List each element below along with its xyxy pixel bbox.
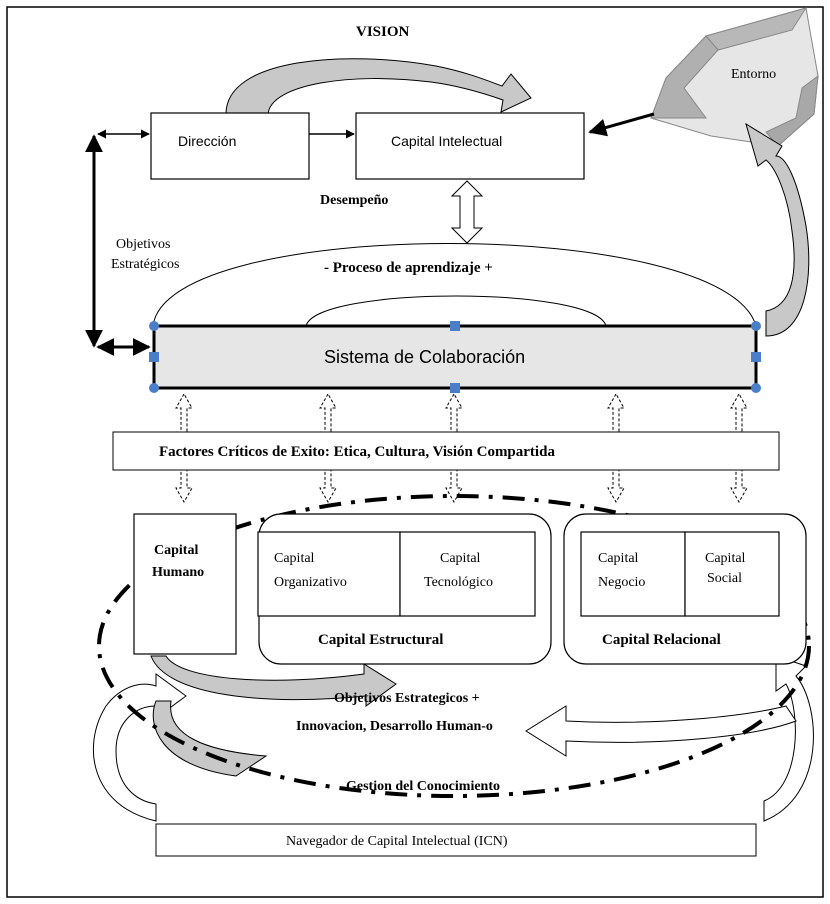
sistema-colaboracion-label: Sistema de Colaboración — [324, 347, 525, 367]
aprendizaje-label: - Proceso de aprendizaje + — [324, 260, 493, 276]
humano-to-estructural-arrow — [150, 655, 397, 707]
entorno-curved-arrow — [745, 122, 810, 337]
inner-arc — [305, 295, 607, 327]
entorno-label: Entorno — [731, 67, 776, 82]
navegador-label: Navegador de Capital Intelectual (ICN) — [286, 834, 508, 849]
vision-arrow — [225, 58, 532, 115]
capital-negocio-box — [580, 531, 686, 617]
capital-intelectual-label: Capital Intelectual — [391, 133, 502, 149]
factores-box — [112, 431, 780, 471]
objetivos-bottom-label-line2: Innovacion, Desarrollo Human-o — [296, 719, 493, 734]
objetivos-label-line2: Estratégicos — [111, 257, 179, 272]
capital-organizativo-box — [257, 531, 401, 617]
capital-negocio-label-line2: Negocio — [598, 575, 645, 590]
direccion-box — [150, 112, 310, 180]
capital-tecnologico-box — [399, 531, 536, 617]
aprendizaje-arc — [152, 243, 757, 327]
capital-intelectual-box — [355, 112, 585, 180]
capital-social-label-line2: Social — [707, 571, 742, 586]
capital-relacional-label: Capital Relacional — [602, 632, 721, 648]
direccion-label: Dirección — [178, 133, 236, 149]
entorno-to-ci-arrow — [588, 112, 655, 137]
gestion-label: Gestion del Conocimiento — [346, 779, 500, 794]
capital-humano-box — [133, 513, 237, 655]
capital-humano-label-line1: Capital — [154, 543, 198, 558]
capital-tecnologico-label-line1: Capital — [440, 551, 481, 566]
capital-tecnologico-label-line2: Tecnológico — [424, 575, 493, 590]
capital-organizativo-label-line1: Capital — [274, 551, 315, 566]
vision-label: VISION — [356, 24, 410, 40]
entorno-shape-fold3 — [765, 74, 819, 147]
dashed-connectors — [175, 392, 748, 504]
selection-handles — [149, 321, 761, 393]
capital-negocio-label-line1: Capital — [598, 551, 639, 566]
relacional-return-arrow — [525, 705, 797, 757]
diagram-canvas: Dirección Capital Intelectual VISION Ent… — [6, 6, 824, 898]
desempeno-label: Desempeño — [320, 193, 388, 208]
capital-social-label-line1: Capital — [705, 551, 746, 566]
desempeno-arrow — [450, 180, 484, 244]
capital-estructural-label: Capital Estructural — [318, 632, 443, 648]
capital-social-box — [684, 531, 780, 617]
entorno-shape-fold2 — [650, 35, 719, 119]
capital-organizativo-label-line2: Organizativo — [274, 575, 347, 590]
factores-label: Factores Críticos de Exito: Etica, Cultu… — [159, 444, 555, 460]
objetivos-label-line1: Objetivos — [116, 237, 170, 252]
capital-humano-label-line2: Humano — [152, 565, 204, 580]
objetivos-bottom-label-line1: Objetivos Estrategicos + — [334, 691, 480, 706]
diagram-frame: Dirección Capital Intelectual VISION Ent… — [6, 6, 824, 898]
gestion-ellipse — [97, 494, 811, 798]
navegador-box — [155, 823, 757, 857]
